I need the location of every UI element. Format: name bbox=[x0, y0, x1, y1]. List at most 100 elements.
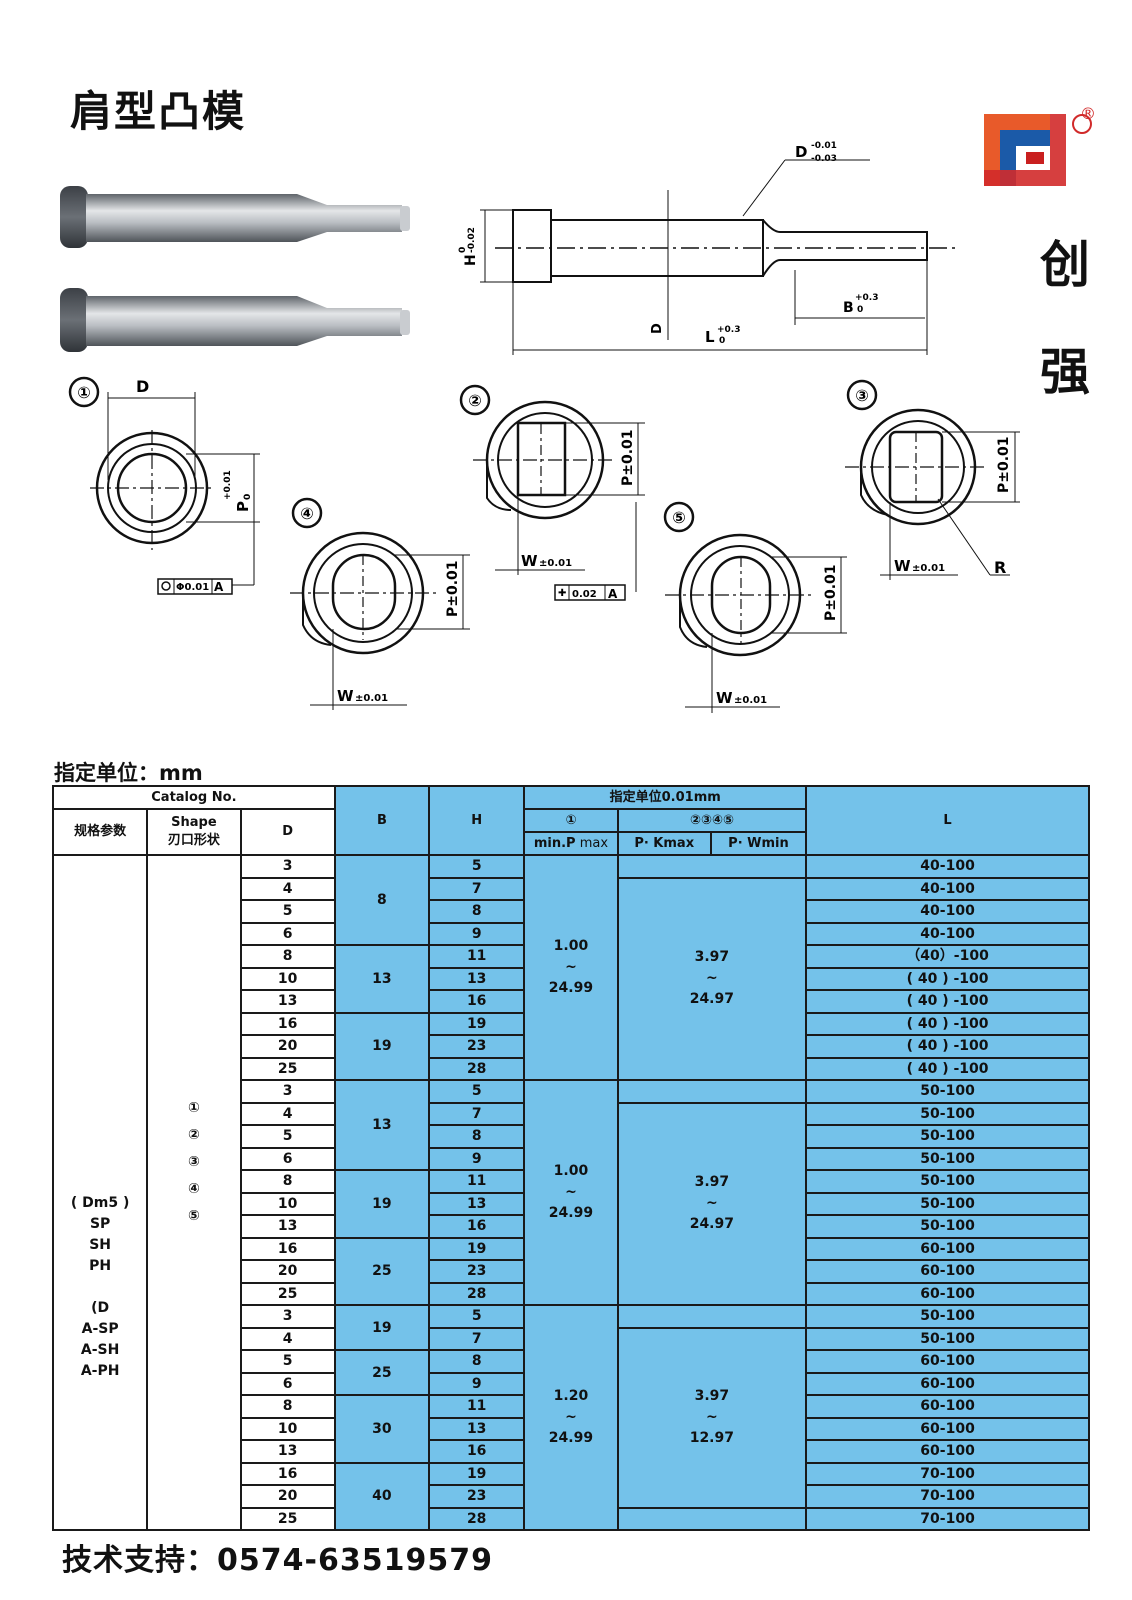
cell-L: 60-100 bbox=[805, 1236, 1090, 1261]
PKW-to: 24.97 bbox=[689, 1216, 734, 1233]
svg-text:W: W bbox=[894, 557, 911, 575]
shape-view-2: ② P±0.01 W ±0.01 ✚ 0.02 A bbox=[459, 384, 645, 601]
dim-B: B bbox=[843, 300, 854, 316]
col-PW-header: P· Wmin bbox=[709, 831, 808, 856]
cell-D: 3 bbox=[239, 1304, 336, 1329]
svg-text:④: ④ bbox=[300, 504, 314, 523]
dim-D-top: D bbox=[795, 143, 807, 161]
cell-H: 19 bbox=[428, 1461, 526, 1486]
cell-D: 25 bbox=[239, 1056, 336, 1081]
cell-D: 6 bbox=[239, 921, 336, 946]
cell-L: 50-100 bbox=[805, 1326, 1090, 1351]
cell-H: 9 bbox=[428, 1371, 526, 1396]
svg-text:-0.03: -0.03 bbox=[811, 154, 837, 164]
spec-param-line bbox=[54, 1277, 146, 1298]
cell-H: 5 bbox=[428, 1304, 526, 1329]
cell-H: 7 bbox=[428, 1101, 526, 1126]
cell-L: ( 40 ) -100 bbox=[805, 1011, 1090, 1036]
svg-text:W: W bbox=[521, 552, 538, 570]
col-shape1-header: ① bbox=[523, 808, 619, 833]
cell-D: 4 bbox=[239, 1326, 336, 1351]
PKW-to: 12.97 bbox=[689, 1430, 734, 1446]
cell-L: ( 40 ) -100 bbox=[805, 989, 1090, 1014]
cell-B: 30 bbox=[333, 1394, 431, 1464]
cell-minP-range: 1.20~24.99 bbox=[523, 1304, 619, 1531]
cell-D: 4 bbox=[239, 876, 336, 901]
cell-B: 13 bbox=[333, 1079, 431, 1171]
shape-line: ① bbox=[187, 1100, 200, 1116]
minP-sep: ~ bbox=[565, 1184, 577, 1200]
svg-text:W: W bbox=[337, 687, 354, 705]
cell-L: 50-100 bbox=[805, 1101, 1090, 1126]
cell-L: （40）-100 bbox=[805, 944, 1090, 969]
cell-H: 8 bbox=[428, 1349, 526, 1374]
cell-D: 8 bbox=[239, 1394, 336, 1419]
svg-text:±0.01: ±0.01 bbox=[539, 558, 572, 569]
cell-D: 5 bbox=[239, 1349, 336, 1374]
cell-D: 16 bbox=[239, 1461, 336, 1486]
cell-L: 70-100 bbox=[805, 1461, 1090, 1486]
cell-L: 60-100 bbox=[805, 1281, 1090, 1306]
cell-H: 13 bbox=[428, 1416, 526, 1441]
brand-logo bbox=[984, 114, 1092, 186]
cell-L: 60-100 bbox=[805, 1439, 1090, 1464]
product-photo bbox=[60, 186, 410, 352]
cell-D: 25 bbox=[239, 1281, 336, 1306]
svg-text:+0.3: +0.3 bbox=[717, 325, 740, 335]
cell-L: 40-100 bbox=[805, 899, 1090, 924]
cell-PKW-range: 3.97~12.97 bbox=[616, 1326, 808, 1509]
PKW-from: 3.97 bbox=[694, 949, 730, 966]
PKW-sep: ~ bbox=[705, 1195, 718, 1212]
svg-text:⑤: ⑤ bbox=[672, 508, 686, 527]
cell-minP-range: 1.00 ~24.99 bbox=[523, 1079, 619, 1306]
cell-H: 16 bbox=[428, 1214, 526, 1239]
cell-PKW-range: 3.97~24.97 bbox=[616, 876, 808, 1081]
minP-to: 24.99 bbox=[548, 1205, 594, 1221]
cell-B: 40 bbox=[333, 1461, 431, 1531]
cell-H: 8 bbox=[428, 1124, 526, 1149]
svg-text:R: R bbox=[994, 558, 1006, 577]
cell-H: 16 bbox=[428, 989, 526, 1014]
svg-text:-0.01: -0.01 bbox=[811, 141, 837, 151]
cell-D: 3 bbox=[239, 854, 336, 879]
cell-PKW-blank bbox=[616, 1079, 808, 1104]
cell-PKW-blank bbox=[616, 854, 808, 879]
cell-L: 50-100 bbox=[805, 1146, 1090, 1171]
cell-D: 20 bbox=[239, 1034, 336, 1059]
minP-sep: ~ bbox=[565, 1409, 577, 1425]
shape-header-en: Shape bbox=[171, 815, 217, 830]
shape-line: ⑤ bbox=[187, 1208, 200, 1224]
cell-L: 50-100 bbox=[805, 1169, 1090, 1194]
svg-text:W: W bbox=[716, 689, 733, 707]
shape-view-5: ⑤ P±0.01 W ±0.01 bbox=[663, 501, 847, 713]
cell-B: 25 bbox=[333, 1236, 431, 1306]
cell-PKW-blank bbox=[616, 1506, 808, 1531]
shape-header-cn: 刃口形状 bbox=[167, 833, 220, 848]
minP-from: 1.00 bbox=[553, 1163, 589, 1179]
cell-H: 19 bbox=[428, 1011, 526, 1036]
col-unit-header: 指定单位0.01mm bbox=[523, 785, 808, 810]
svg-text:±0.01: ±0.01 bbox=[355, 693, 388, 704]
cell-L: 50-100 bbox=[805, 1124, 1090, 1149]
brand-char-1: 创 bbox=[1040, 236, 1090, 294]
cell-L: 70-100 bbox=[805, 1484, 1090, 1509]
spec-param-line: A-PH bbox=[80, 1363, 120, 1379]
cell-H: 9 bbox=[428, 921, 526, 946]
PKW-sep: ~ bbox=[705, 970, 718, 987]
cell-D: 5 bbox=[239, 899, 336, 924]
cell-H: 28 bbox=[428, 1506, 526, 1531]
cell-H: 11 bbox=[428, 1169, 526, 1194]
svg-text:±0.01: ±0.01 bbox=[912, 563, 945, 574]
svg-text:P±0.01: P±0.01 bbox=[445, 560, 461, 617]
minP-to: 24.99 bbox=[548, 1430, 594, 1446]
cell-H: 28 bbox=[428, 1056, 526, 1081]
cell-B: 19 bbox=[333, 1169, 431, 1239]
